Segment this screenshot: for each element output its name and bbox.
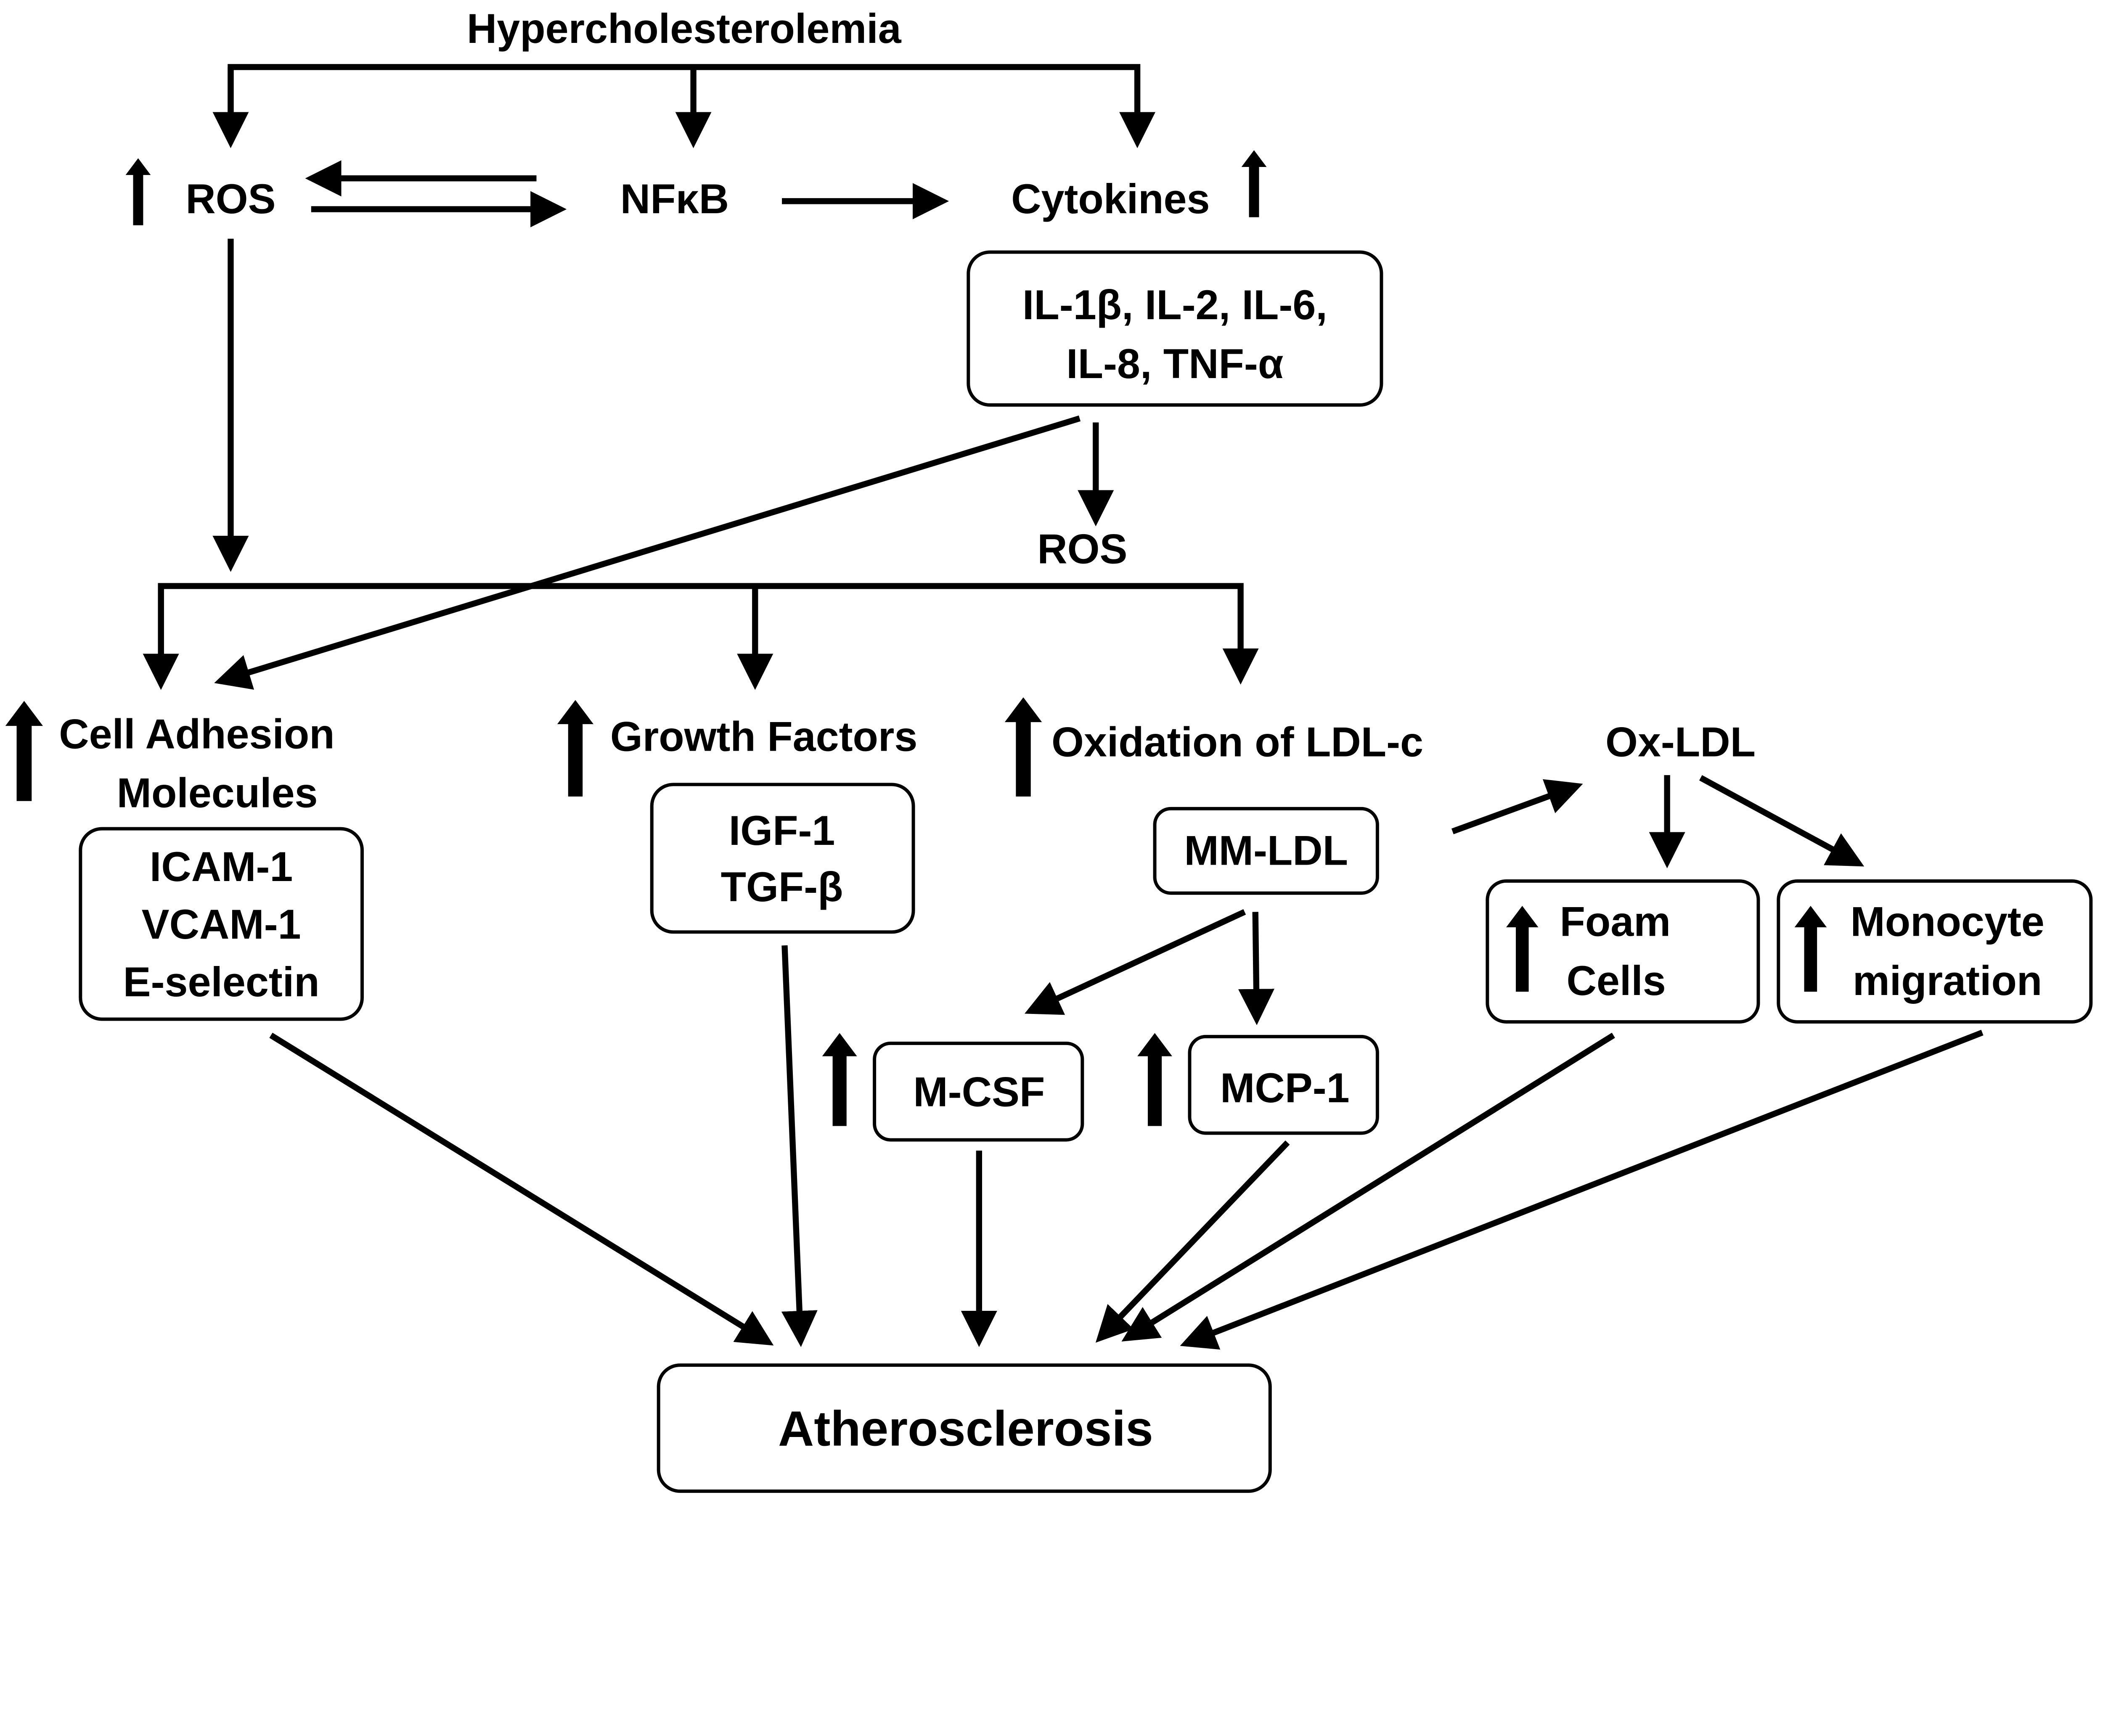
migration-label: migration: [1853, 958, 2042, 1004]
cytokine-list-box: IL-1β, IL-2, IL-6, IL-8, TNF-α: [967, 250, 1383, 407]
cell-adhesion-label-2: Molecules: [117, 770, 318, 816]
svg-text:IGF-1: IGF-1: [729, 807, 835, 854]
svg-text:MM-LDL: MM-LDL: [1184, 828, 1348, 874]
ros-mid-label: ROS: [1037, 526, 1127, 572]
svg-text:IL-1β, IL-2, IL-6,: IL-1β, IL-2, IL-6,: [1022, 282, 1327, 328]
cell-adhesion-list-box: ICAM-1 VCAM-1 E-selectin: [79, 827, 364, 1021]
mm-ldl-box: MM-LDL: [1153, 807, 1379, 895]
svg-text:TGF-β: TGF-β: [721, 864, 843, 910]
growth-factor-list-box: IGF-1 TGF-β: [650, 783, 915, 934]
svg-text:Foam: Foam: [1560, 899, 1671, 945]
foam-cells-box: Foam Cells: [1486, 879, 1760, 1024]
arrows-to-atherosclerosis: [269, 945, 1984, 1350]
up-arrow-icon: [125, 158, 151, 225]
up-arrow-icon: [1004, 697, 1042, 797]
svg-text:Cells: Cells: [1566, 958, 1666, 1004]
growth-factors-label: Growth Factors: [610, 714, 917, 760]
arrow-oxldl-to-monocyte: [1699, 775, 1865, 867]
svg-text:MCP-1: MCP-1: [1220, 1065, 1350, 1111]
up-arrow-icon: [557, 700, 594, 797]
up-arrow-icon: [1241, 150, 1267, 217]
monocyte-label: Monocyte: [1850, 899, 2044, 945]
atherosclerosis-box: Atherosclerosis: [657, 1363, 1272, 1493]
svg-text:E-selectin: E-selectin: [123, 959, 320, 1005]
nfkb-label: NFκB: [620, 176, 729, 222]
ros-top-label: ROS: [185, 176, 275, 222]
up-arrow-icon: [822, 1033, 857, 1126]
hypercholesterolemia-connector: [212, 64, 1156, 148]
arrow-cytokines-to-cam: [214, 415, 1081, 690]
svg-text:IL-8, TNF-α: IL-8, TNF-α: [1066, 341, 1283, 387]
svg-text:M-CSF: M-CSF: [913, 1069, 1045, 1115]
atherosclerosis-pathway-diagram: Hypercholesterolemia ROS NFκB Cytokines …: [5, 5, 2093, 1493]
hypercholesterolemia-label: Hypercholesterolemia: [467, 5, 902, 52]
up-arrow-icon: [5, 701, 43, 801]
mcp-1-box: MCP-1: [1188, 1035, 1379, 1135]
ox-ldl-label: Ox-LDL: [1605, 719, 1756, 765]
svg-text:VCAM-1: VCAM-1: [142, 901, 301, 947]
ros-branch-connector: [143, 583, 1259, 690]
m-csf-box: M-CSF: [873, 1041, 1084, 1142]
arrow-mmldl-to-oxldl: [1451, 779, 1583, 834]
oxidation-label: Oxidation of LDL-c: [1052, 719, 1423, 765]
cell-adhesion-label: Cell Adhesion: [59, 711, 334, 757]
monocyte-migration-box: Monocyte migration: [1777, 879, 2093, 1024]
cytokines-label: Cytokines: [1011, 176, 1210, 222]
svg-text:ICAM-1: ICAM-1: [150, 844, 293, 890]
arrow-mmldl-to-mcp1: [1238, 912, 1275, 1025]
arrow-mmldl-to-mcsf: [1024, 909, 1246, 1015]
up-arrow-icon: [1137, 1033, 1172, 1126]
svg-text:Atherosclerosis: Atherosclerosis: [778, 1401, 1153, 1456]
